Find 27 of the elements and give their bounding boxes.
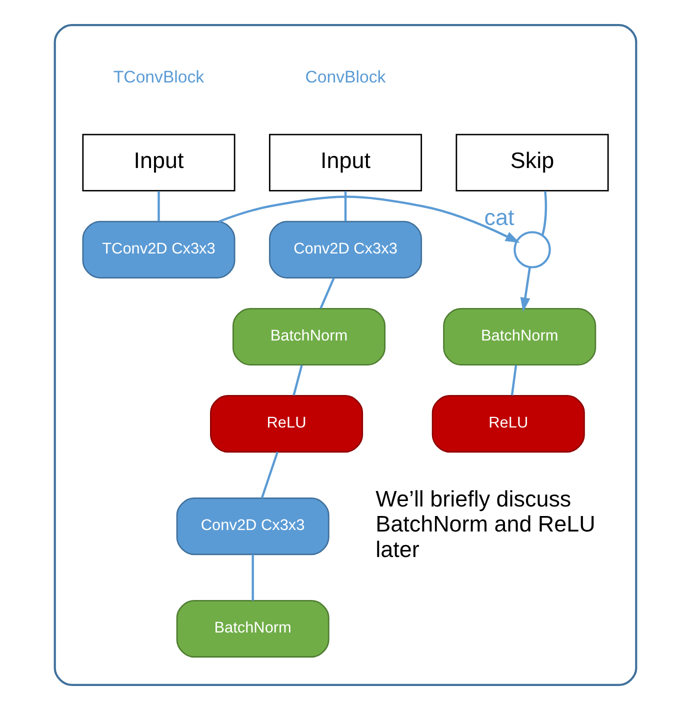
node-circle [513, 231, 550, 268]
node-label: cat [484, 204, 514, 230]
label: TConvBlock [112, 68, 204, 87]
node-box: Skip [455, 134, 608, 192]
connector [540, 191, 547, 236]
node-box: BatchNorm [176, 600, 329, 658]
label: ConvBlock [304, 68, 386, 87]
cluster [53, 24, 637, 686]
connector [157, 191, 160, 222]
connector [292, 364, 302, 396]
node-box: ReLU [210, 395, 363, 453]
connector [319, 278, 334, 309]
node-box: BatchNorm [232, 308, 386, 366]
arrow [520, 267, 530, 312]
node-box: BatchNorm [442, 308, 596, 366]
node-box: Conv2D Cx3x3 [268, 220, 422, 278]
label: We’ll briefly discuss BatchNorm and ReLU later [375, 486, 595, 562]
node-box: ReLU [431, 395, 584, 453]
connector [260, 452, 278, 498]
arrow [218, 196, 520, 243]
node-box: TConv2D Cx3x3 [82, 220, 235, 278]
connector [251, 554, 254, 601]
node-box: Input [82, 134, 235, 192]
node-box: Conv2D Cx3x3 [176, 498, 329, 556]
node-box: Input [268, 134, 422, 192]
connector [510, 365, 517, 396]
connector [344, 191, 346, 222]
